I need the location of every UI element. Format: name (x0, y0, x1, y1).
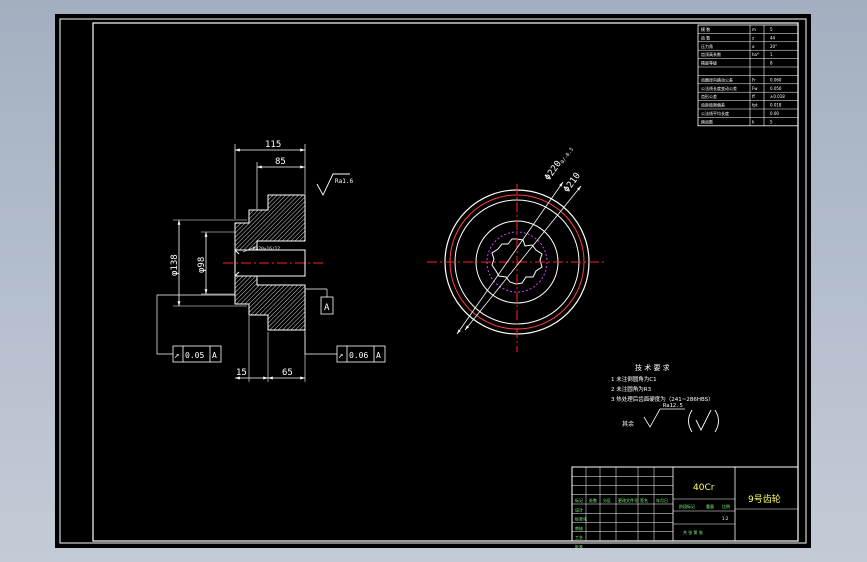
surface-finish-text: Ra1.6 (335, 178, 353, 185)
inner-border (92, 22, 799, 542)
param-row-value: 20° (770, 44, 777, 49)
tb-header-label: 分区 (603, 497, 611, 503)
dim-text-65: 65 (282, 368, 293, 378)
param-row-label: 模 数 (701, 26, 710, 32)
surface-finish-symbol (316, 173, 350, 196)
param-row-value: 1 (770, 52, 773, 57)
param-row-value: 8 (770, 61, 773, 66)
param-row-label: 精度等级 (701, 60, 717, 66)
param-row-value: 0.050 (770, 86, 782, 91)
param-row-symbol: Fw (752, 86, 758, 91)
tb-header-label: 处数 (589, 497, 597, 503)
bore-chamfer-bottom (234, 271, 240, 277)
tb-header-label: 签名 (640, 497, 648, 503)
tol-left-frame (172, 345, 222, 363)
dim-text-85: 85 (275, 157, 286, 167)
tech-req-item-3: 3 热处理后齿面硬度为（241~286HBS） (611, 395, 714, 403)
tb-role-label: 审核 (575, 525, 583, 531)
tol-right-leader (304, 318, 337, 355)
side-view: Φ220 0/-0.3 Φ210 (427, 147, 607, 352)
param-row-label: 跨齿数 (701, 118, 713, 124)
tol-right-value: 0.06 (349, 351, 368, 360)
tb-role-label: 设计 (575, 506, 583, 512)
dim-leader-210 (464, 185, 582, 331)
tb-role-label: 工艺 (575, 535, 583, 540)
tb-role-label: 标准化 (575, 516, 587, 522)
param-row-symbol: ff (752, 94, 755, 99)
outer-border (59, 18, 807, 544)
param-row-label: 齿顶高系数 (701, 51, 721, 57)
dim-text-138: φ138 (170, 254, 180, 276)
bore-chamfer-top (234, 249, 240, 255)
tol-left-datum: A (212, 351, 217, 360)
tol-left-leader (156, 294, 235, 355)
param-row-symbol: Fr (752, 77, 756, 82)
param-row-label: 公法线平均长度 (701, 110, 729, 116)
param-row-label: 齿距极限偏差 (701, 102, 725, 108)
cad-viewport[interactable]: 115 85 Ra1.6 8×20×16/12 φ138 φ98 A (55, 14, 811, 548)
tech-req-item-1: 1 未注倒圆角为C1 (611, 375, 657, 383)
param-row-value: 0.060 (770, 77, 782, 82)
param-row-value: ±0.018 (770, 94, 785, 99)
param-row-value: 44 (770, 35, 776, 40)
param-row-symbol: fpt (752, 103, 758, 108)
dim-text-220-tol: 0/-0.3 (560, 147, 575, 165)
param-row-value: 5 (770, 119, 773, 124)
bore-note-leader (242, 246, 256, 253)
gear-parameter-table: 模 数 m 5 齿 数 z 44 压力角 α 20° 齿顶高系数 ha* 1 精度等级 8 齿圈径向跳动公差… (697, 24, 799, 127)
bore-note-text: 8×20×16/12 (253, 246, 280, 252)
tol-left-value: 0.05 (185, 351, 204, 360)
param-row-symbol: m (752, 27, 756, 32)
rest-label: 其余 (622, 420, 634, 428)
rest-finish-symbol (643, 408, 685, 428)
dim-text-98: φ98 (197, 257, 207, 273)
tech-req-item-2: 2 未注圆角为R3 (611, 385, 652, 393)
param-row-label: 压力角 (701, 43, 713, 49)
datum-box (320, 296, 334, 315)
scale-label: 比例 (722, 503, 730, 509)
param-row-symbol: α (752, 44, 755, 49)
rest-paren-symbol (688, 409, 719, 433)
param-row-symbol: z (752, 35, 754, 40)
rest-finish-text: Ra12.5 (663, 403, 683, 409)
front-section-view: 115 85 Ra1.6 8×20×16/12 φ138 φ98 A (156, 140, 386, 382)
title-block-left-grid: 标记处数分区 更改文件号签名 年月日设计标准化审核工艺批准 (572, 467, 673, 548)
upper-section-hatch (234, 194, 306, 251)
datum-label: A (324, 303, 330, 313)
param-row-value: 0.018 (770, 103, 782, 108)
param-row-label: 齿圈径向跳动公差 (701, 76, 733, 82)
sheets-label: 共 张 第 张 (683, 529, 703, 535)
dim-text-15: 15 (236, 368, 247, 378)
lower-section-hatch (234, 275, 306, 331)
material-text: 40Cr (693, 483, 715, 493)
tb-header-label: 更改文件号 (618, 497, 638, 503)
param-row-value: 5 (770, 27, 773, 32)
param-row-label: 公法线长度变动公差 (701, 85, 737, 91)
stage-label: 阶段标记 (679, 503, 695, 509)
tol-left-symbol: ↗ (174, 351, 179, 361)
param-row-label: 齿形公差 (701, 93, 717, 99)
scale-value: 1:2 (722, 516, 729, 521)
tb-header-label: 年月日 (656, 497, 668, 503)
tb-header-label: 标记 (575, 497, 583, 503)
param-row-value: 0.00 (770, 111, 779, 116)
tol-right-datum: A (376, 351, 381, 360)
param-row-symbol: k (752, 119, 755, 124)
tech-req-title: 技 术 要 求 (635, 363, 670, 372)
title-block: 标记处数分区 更改文件号签名 年月日设计标准化审核工艺批准 40Cr 9号齿轮 阶段… (571, 466, 799, 548)
tol-right-frame (336, 345, 386, 363)
technical-requirements: 技 术 要 求 1 未注倒圆角为C1 2 未注圆角为R3 3 热处理后齿面硬度为… (611, 363, 719, 433)
dim-text-210: Φ210 (562, 171, 583, 195)
param-row-label: 齿 数 (701, 34, 710, 40)
tol-right-symbol: ↗ (338, 351, 343, 361)
param-row-symbol: ha* (752, 52, 759, 57)
weight-label: 重量 (706, 503, 714, 509)
part-name-text: 9号齿轮 (748, 493, 781, 505)
dim-text-115: 115 (265, 140, 281, 150)
gear-drawing: 115 85 Ra1.6 8×20×16/12 φ138 φ98 A (59, 18, 807, 548)
tb-role-label: 批准 (575, 543, 583, 548)
